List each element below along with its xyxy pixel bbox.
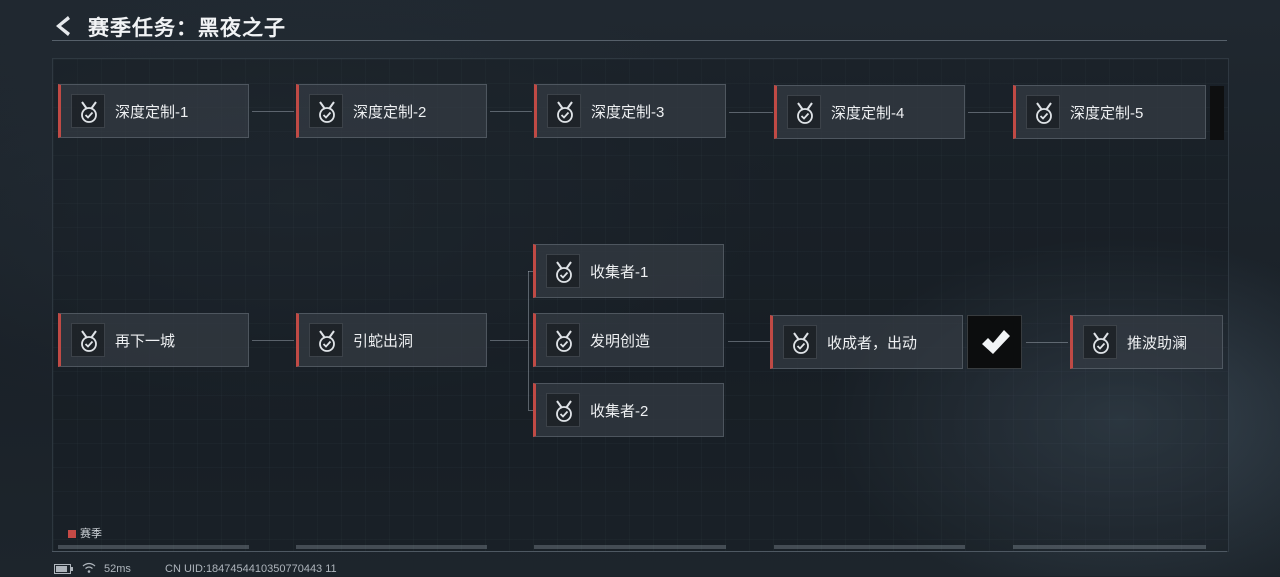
task-card[interactable]: 收成者，出动	[770, 315, 963, 369]
medal-icon	[319, 330, 335, 352]
task-card[interactable]: 深度定制-2	[296, 84, 487, 138]
ping-text: 52ms	[104, 563, 131, 575]
task-label: 再下一城	[115, 333, 176, 350]
medal-icon-frame	[1026, 95, 1060, 129]
medal-icon	[81, 101, 97, 123]
task-card[interactable]: 深度定制-4	[774, 85, 965, 139]
medal-icon-frame	[309, 94, 343, 128]
connector	[528, 271, 533, 272]
progress-tick	[774, 545, 965, 549]
battery-icon	[54, 564, 74, 577]
task-card[interactable]: 收集者-1	[533, 244, 724, 298]
task-label: 发明创造	[590, 333, 651, 350]
task-label: 推波助澜	[1127, 335, 1188, 352]
task-label: 收集者-2	[590, 403, 649, 420]
task-label: 引蛇出洞	[353, 333, 414, 350]
header-divider	[52, 40, 1227, 41]
uid-text: CN UID:1847454410350770443 11	[165, 563, 337, 575]
medal-icon	[1036, 102, 1052, 124]
task-label: 收成者，出动	[827, 335, 918, 352]
connector	[528, 410, 533, 411]
connector	[968, 112, 1012, 113]
task-board	[52, 58, 1229, 552]
medal-icon-frame	[783, 325, 817, 359]
medal-icon-frame	[546, 393, 580, 427]
connector	[490, 111, 532, 112]
task-card[interactable]: 推波助澜	[1070, 315, 1223, 369]
progress-tick	[1013, 545, 1206, 549]
medal-icon	[556, 261, 572, 283]
medal-icon	[319, 101, 335, 123]
task-card[interactable]: 引蛇出洞	[296, 313, 487, 367]
progress-tick	[58, 545, 249, 549]
connector	[1026, 342, 1068, 343]
footer-divider	[52, 551, 1227, 552]
completed-check-button[interactable]	[967, 315, 1022, 369]
medal-icon	[81, 330, 97, 352]
medal-icon	[556, 330, 572, 352]
task-label: 深度定制-3	[591, 104, 665, 121]
next-task-edge[interactable]	[1210, 86, 1224, 140]
task-card[interactable]: 发明创造	[533, 313, 724, 367]
back-arrow-icon	[56, 16, 70, 36]
task-label: 深度定制-4	[831, 105, 905, 122]
back-button[interactable]	[52, 14, 76, 38]
medal-icon-frame	[787, 95, 821, 129]
page-title: 赛季任务：黑夜之子	[88, 17, 286, 40]
medal-icon-frame	[546, 323, 580, 357]
task-card[interactable]: 深度定制-1	[58, 84, 249, 138]
task-label: 深度定制-1	[115, 104, 189, 121]
medal-icon	[557, 101, 573, 123]
progress-tick	[296, 545, 487, 549]
medal-icon	[793, 332, 809, 354]
medal-icon-frame	[547, 94, 581, 128]
medal-icon-frame	[1083, 325, 1117, 359]
medal-icon-frame	[71, 94, 105, 128]
medal-icon	[1093, 332, 1109, 354]
legend-label: 赛季	[80, 528, 102, 540]
task-label: 深度定制-5	[1070, 105, 1144, 122]
medal-icon-frame	[546, 254, 580, 288]
medal-icon	[556, 400, 572, 422]
connector	[729, 112, 773, 113]
connector	[252, 340, 294, 341]
task-card[interactable]: 深度定制-5	[1013, 85, 1206, 139]
connector	[728, 341, 770, 342]
legend: 赛季	[68, 525, 102, 541]
task-card[interactable]: 深度定制-3	[534, 84, 726, 138]
legend-swatch	[68, 530, 76, 538]
medal-icon-frame	[309, 323, 343, 357]
task-label: 收集者-1	[590, 264, 649, 281]
progress-tick	[534, 545, 726, 549]
medal-icon	[797, 102, 813, 124]
wifi-icon	[82, 562, 96, 577]
connector	[252, 111, 294, 112]
medal-icon-frame	[71, 323, 105, 357]
checkmark-icon	[982, 330, 1010, 354]
task-label: 深度定制-2	[353, 104, 427, 121]
branch-connector	[528, 271, 529, 410]
connector	[490, 340, 528, 341]
task-card[interactable]: 再下一城	[58, 313, 249, 367]
task-card[interactable]: 收集者-2	[533, 383, 724, 437]
